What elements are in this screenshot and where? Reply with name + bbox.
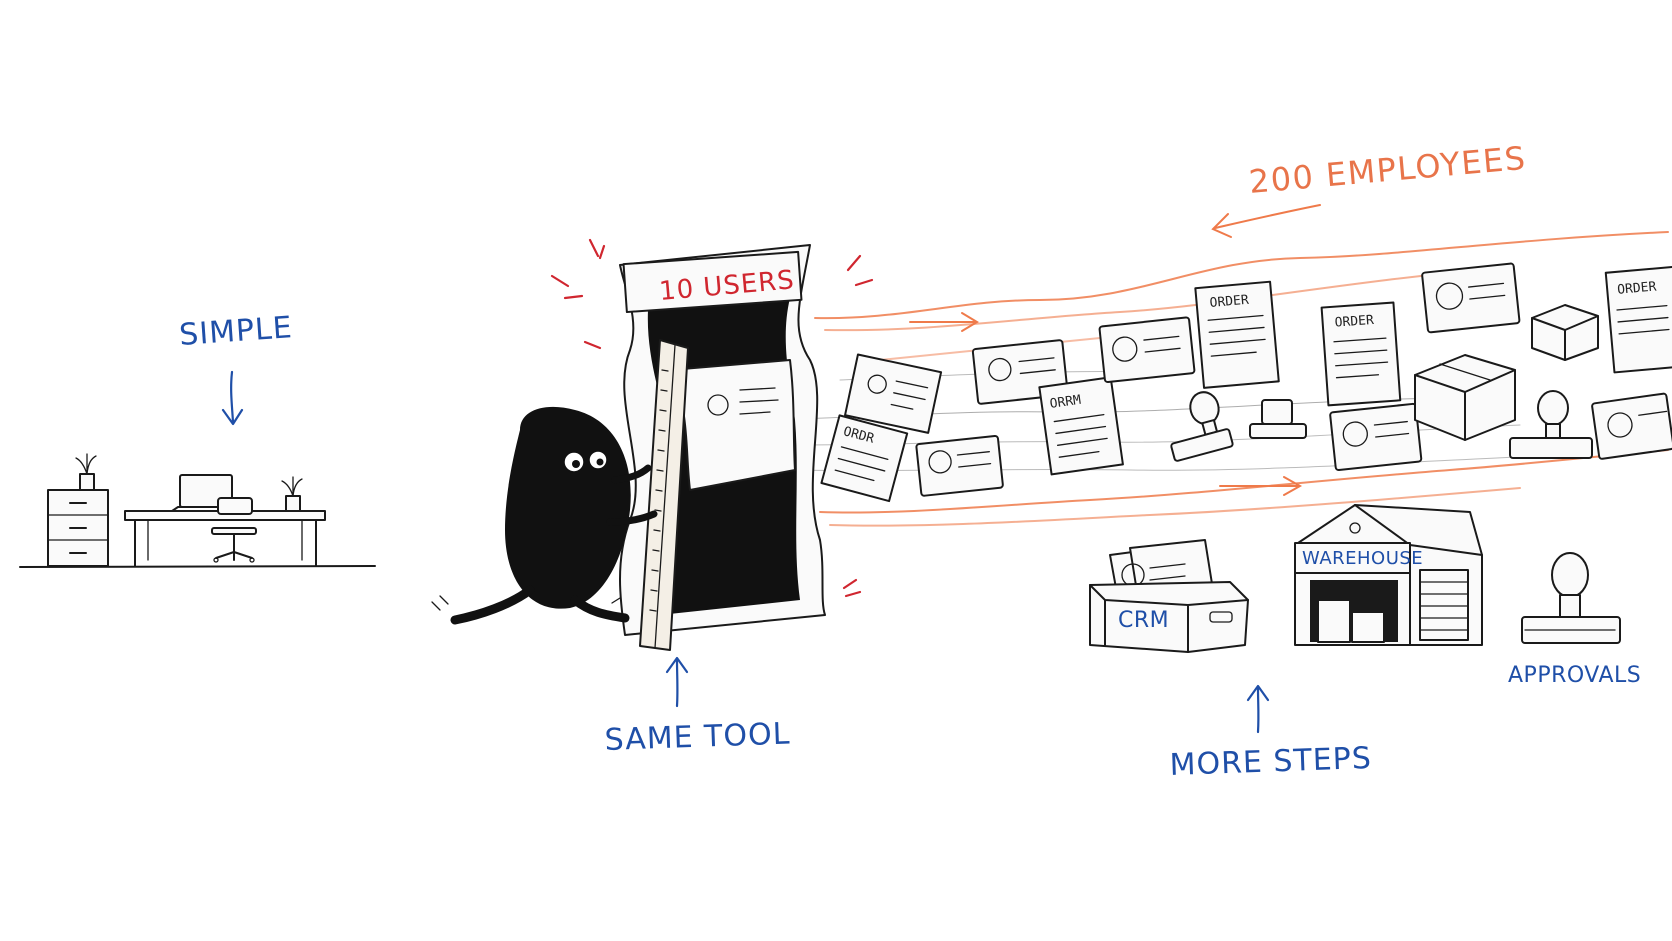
rubber-stamp-icon (1170, 391, 1234, 462)
strain-marks-icon (550, 238, 874, 598)
rubber-stamp-icon (1249, 399, 1307, 439)
rubber-stamp-icon (1509, 390, 1593, 459)
order-document-icon: ORDER (1604, 265, 1672, 374)
id-card-icon (1421, 262, 1521, 334)
id-card-icon (1591, 392, 1672, 460)
employees-group: 200 EMPLOYEES (1211, 139, 1528, 238)
simple-down-arrow-icon (221, 370, 244, 426)
flow-arrow-top-icon (909, 312, 979, 332)
simple-office-group: SIMPLE (19, 310, 376, 568)
order-doc-label: ORDER (1334, 313, 1374, 331)
package-box-icon (1414, 354, 1516, 441)
warehouse-label: WAREHOUSE (1302, 548, 1423, 569)
desk-icon (124, 510, 326, 567)
same-tool-up-arrow-icon (665, 656, 689, 708)
order-doc-label: ORRM (1049, 393, 1082, 412)
steps-group: CRM WAREHOUSE APPROVALS MORE STEPS (1089, 504, 1641, 783)
rubber-stamp-icon (1521, 552, 1621, 644)
order-doc-label: ORDER (1209, 293, 1249, 311)
plant-icon (75, 453, 97, 491)
file-cabinet-icon (47, 489, 109, 567)
more-steps-up-arrow-icon (1246, 684, 1270, 734)
id-card-icon (1329, 402, 1423, 472)
flow-arrow-bottom-icon (1219, 476, 1303, 496)
users-sign (622, 250, 803, 314)
order-document-icon: ORDER (1194, 280, 1280, 389)
simple-label: SIMPLE (178, 310, 294, 353)
crm-box-icon: CRM (1089, 539, 1249, 653)
approvals-label: APPROVALS (1508, 663, 1641, 688)
plant-icon (281, 476, 303, 512)
same-tool-group: SAME TOOL (604, 656, 791, 758)
order-document-icon: ORDER (1320, 301, 1402, 407)
door-group: 10 USERS (550, 238, 874, 651)
more-steps-label: MORE STEPS (1169, 741, 1372, 783)
id-card-icon (915, 435, 1004, 497)
order-document-icon: ORRM (1038, 376, 1124, 476)
employees-label: 200 EMPLOYEES (1247, 139, 1528, 201)
same-tool-label: SAME TOOL (604, 717, 791, 758)
package-box-icon (1531, 304, 1599, 361)
ruler-icon (639, 339, 689, 651)
blob-character-icon (431, 406, 658, 625)
flying-documents: ORDR ORRM (820, 262, 1672, 503)
warehouse-icon: WAREHOUSE (1294, 504, 1483, 646)
employees-left-arrow-icon (1211, 204, 1321, 238)
order-doc-label: ORDER (1617, 279, 1657, 297)
office-chair-icon (211, 497, 257, 563)
id-card-icon (1098, 316, 1196, 384)
crm-label: CRM (1118, 608, 1169, 633)
